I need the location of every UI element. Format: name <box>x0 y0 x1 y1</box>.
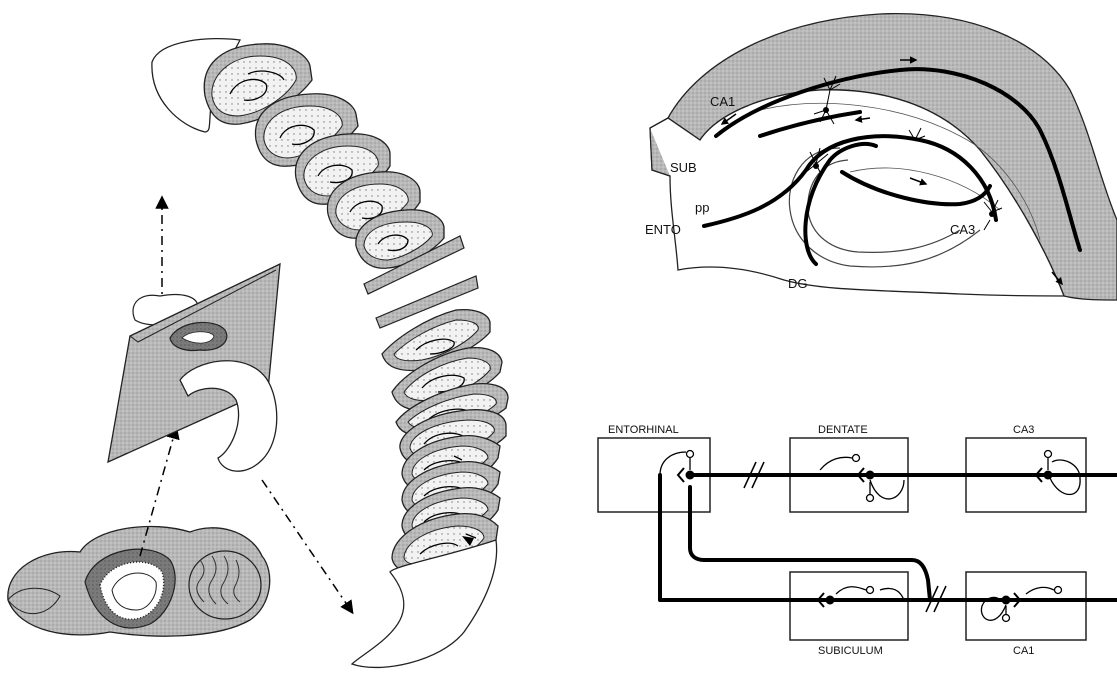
hippocampal-slice-anatomy: CA1 SUB pp ENTO CA3 DG <box>645 14 1117 300</box>
whole-brain-illustration <box>8 526 270 636</box>
box-label-ca1: CA1 <box>1013 645 1034 657</box>
trisynaptic-circuit-diagram: ENTORHINAL DENTATE CA3 SUBICULUM CA1 <box>598 424 1117 657</box>
slice-plane <box>108 264 280 471</box>
box-ca1 <box>966 572 1086 640</box>
label-pp: pp <box>695 200 709 215</box>
box-subiculum <box>790 572 908 640</box>
label-ento: ENTO <box>645 222 681 237</box>
box-label-ca3: CA3 <box>1013 424 1034 436</box>
box-label-dentate: DENTATE <box>818 424 868 436</box>
box-label-subiculum: SUBICULUM <box>818 645 883 657</box>
box-label-entorhinal: ENTORHINAL <box>608 424 679 436</box>
label-ca1: CA1 <box>710 94 735 109</box>
label-sub: SUB <box>670 160 697 175</box>
label-ca3: CA3 <box>950 222 975 237</box>
label-dg: DG <box>788 276 808 291</box>
